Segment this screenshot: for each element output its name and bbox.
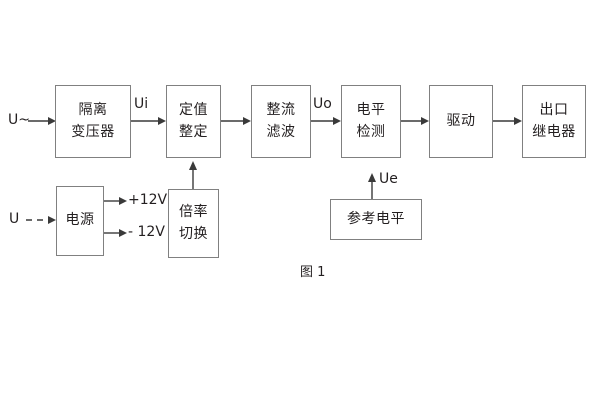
arrow-multiplier-to-setting <box>189 161 197 189</box>
block-power-supply-line1: 电源 <box>65 212 95 229</box>
label-uo: Uo <box>313 96 332 112</box>
arrow-power-rail-negative <box>104 229 127 237</box>
label-input-dc: U <box>9 211 20 227</box>
block-rectify-filter-line1: 整流 <box>266 101 296 118</box>
arrow-rectify-to-level <box>311 117 341 125</box>
label-rail-positive: +12V <box>128 192 168 208</box>
block-reference-level-line1: 参考电平 <box>347 210 405 227</box>
block-drive-line1: 驱动 <box>446 112 476 129</box>
arrow-input-dc-to-power <box>26 216 56 224</box>
arrow-isolation-to-setting <box>131 117 166 125</box>
block-level-detection-line1: 电平 <box>356 101 386 118</box>
block-rectify-filter[interactable]: 整流 滤波 <box>251 85 311 158</box>
block-level-detection[interactable]: 电平 检测 <box>341 85 401 158</box>
block-isolation-transformer[interactable]: 隔离 变压器 <box>55 85 131 158</box>
arrow-drive-to-output-relay <box>493 117 522 125</box>
block-output-relay[interactable]: 出口 继电器 <box>522 85 586 158</box>
block-multiplier-switch-line1: 倍率 <box>179 203 208 220</box>
label-rail-negative: - 12V <box>128 224 165 240</box>
arrow-setting-to-rectify <box>221 117 251 125</box>
figure-caption: 图 1 <box>300 265 326 280</box>
block-setting-value-line2: 整定 <box>179 123 208 140</box>
block-multiplier-switch[interactable]: 倍率 切换 <box>168 189 219 258</box>
block-drive[interactable]: 驱动 <box>429 85 493 158</box>
block-setting-value[interactable]: 定值 整定 <box>166 85 221 158</box>
block-output-relay-line2: 继电器 <box>532 123 576 140</box>
block-isolation-transformer-line1: 隔离 <box>78 101 108 118</box>
arrow-input-ac-to-isolation <box>28 117 56 125</box>
label-ue: Ue <box>379 171 398 187</box>
arrow-reference-to-level <box>368 173 376 199</box>
block-power-supply[interactable]: 电源 <box>56 186 104 256</box>
block-level-detection-line2: 检测 <box>356 123 386 140</box>
label-ui: Ui <box>134 96 149 112</box>
block-multiplier-switch-line2: 切换 <box>179 225 208 242</box>
block-rectify-filter-line2: 滤波 <box>266 123 296 140</box>
arrow-level-to-drive <box>401 117 429 125</box>
arrow-power-rail-positive <box>104 197 127 205</box>
label-input-ac: U~ <box>8 112 30 128</box>
block-isolation-transformer-line2: 变压器 <box>71 123 115 140</box>
block-reference-level[interactable]: 参考电平 <box>330 199 422 240</box>
block-setting-value-line1: 定值 <box>179 101 208 118</box>
block-output-relay-line1: 出口 <box>539 101 569 118</box>
